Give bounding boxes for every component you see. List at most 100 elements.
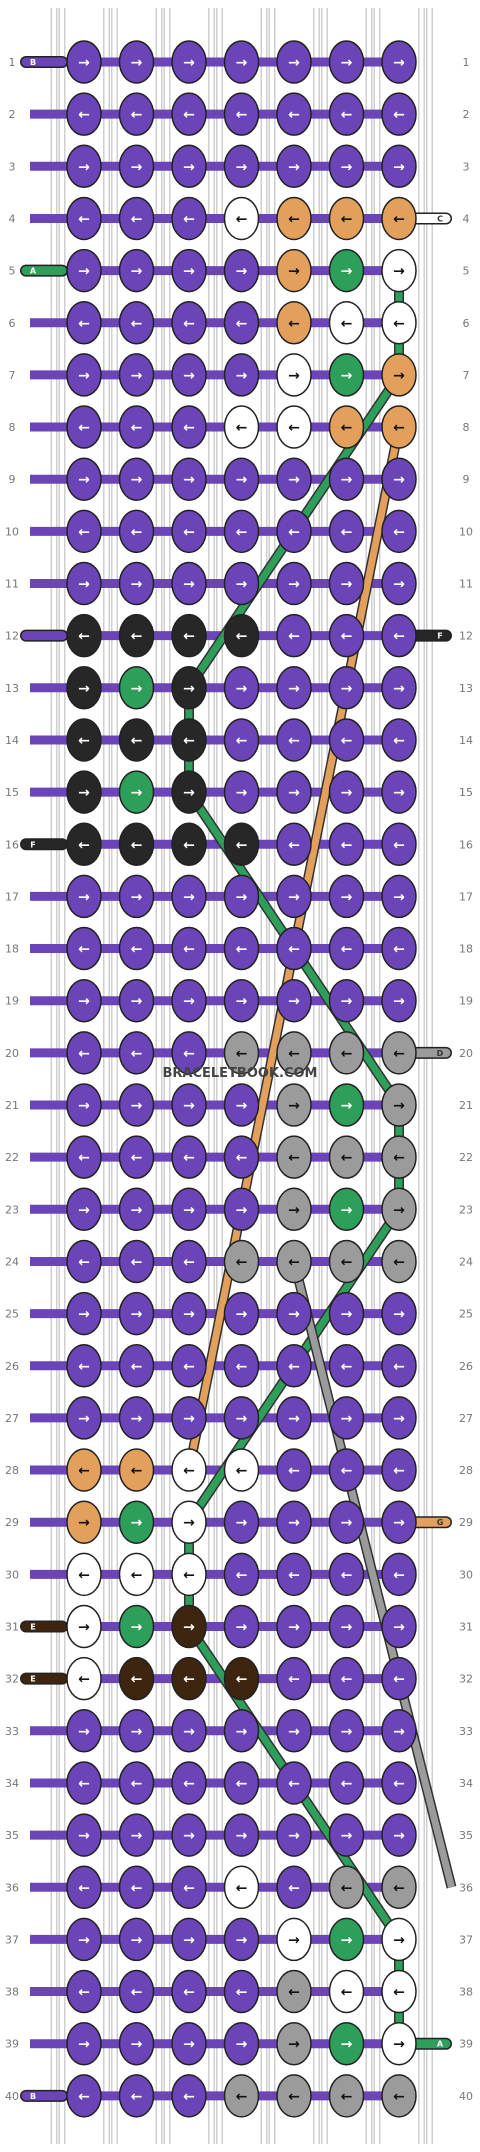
knot-shape [381,1917,417,1962]
knot-shape [381,1500,417,1544]
knot-shape [66,1813,102,1857]
arrow-left-icon: ← [183,420,195,436]
row-label-right: 9 [463,473,470,486]
knot: → [276,1187,312,1232]
knot-shape [66,405,102,449]
knot-shape [276,1969,312,2014]
arrow-right-icon: → [288,55,300,71]
row-label-left: 14 [5,734,19,747]
knot-shape [118,1813,155,1857]
row-label-left: 38 [5,1986,19,1999]
arrow-left-icon: ← [131,107,143,123]
arrow-left-icon: ← [288,2089,300,2105]
knot-shape [223,405,260,449]
arrow-left-icon: ← [236,211,248,227]
knot: ← [118,2074,155,2118]
arrow-left-icon: ← [183,1672,195,1688]
knot: ← [328,718,365,762]
arrow-right-icon: → [131,159,143,175]
arrow-right-icon: → [131,1932,143,1948]
tag-letter: C [437,214,443,223]
knot: → [328,1396,365,1440]
arrow-left-icon: ← [131,1150,143,1166]
arrow-left-icon: ← [236,1672,248,1688]
arrow-right-icon: → [288,1932,300,1948]
knot-shape [118,1761,155,1805]
arrow-right-icon: → [131,368,143,384]
arrow-right-icon: → [393,1724,405,1740]
knot: → [276,978,312,1023]
knot: ← [276,926,312,971]
arrow-right-icon: → [183,264,195,280]
arrow-right-icon: → [341,472,353,488]
knot: → [118,770,155,814]
arrow-right-icon: → [236,994,248,1010]
knot-shape [276,1917,312,1962]
knot-shape [276,822,312,866]
arrow-right-icon: → [288,368,300,384]
arrow-right-icon: → [393,1202,405,1218]
knot-shape [223,457,260,501]
arrow-left-icon: ← [183,629,195,645]
arrow-right-icon: → [393,994,405,1010]
arrow-left-icon: ← [183,1359,195,1375]
knot: ← [328,1239,365,1284]
knot-shape [118,1031,155,1075]
arrow-right-icon: → [236,1724,248,1740]
knot: → [276,1813,312,1857]
knot-shape [381,1604,417,1649]
arrow-right-icon: → [78,1411,90,1427]
arrow-left-icon: ← [78,942,90,958]
knot-shape [276,248,312,293]
row-label-right: 22 [459,1151,473,1164]
knot: → [381,1187,417,1232]
knot-shape [171,1604,207,1649]
knot-shape [118,1604,155,1649]
arrow-right-icon: → [78,994,90,1010]
knot: ← [276,1969,312,2014]
arrow-right-icon: → [131,785,143,801]
arrow-right-icon: → [341,577,353,593]
knot: → [118,1291,155,1336]
knot-shape [328,353,365,397]
knot-shape [328,1344,365,1388]
knot-shape [276,1344,312,1388]
knot-shape [66,1083,102,1127]
arrow-right-icon: → [341,785,353,801]
arrow-left-icon: ← [288,1254,300,1270]
knot: → [328,978,365,1023]
knot: → [381,1396,417,1440]
knot: → [171,1604,207,1649]
knot-shape [66,666,102,710]
color-run [290,1260,455,1889]
knot-shape [328,978,365,1023]
knot-shape [66,1448,102,1492]
knot: → [381,1709,417,1753]
knot-shape [171,561,207,606]
knot: → [66,248,102,293]
knot-shape [171,248,207,293]
row-label-left: 18 [5,943,19,956]
knot-shape [328,457,365,501]
knot-shape [118,1239,155,1284]
arrow-left-icon: ← [341,1672,353,1688]
knot: ← [66,1135,102,1179]
arrow-left-icon: ← [183,1150,195,1166]
knot: ← [66,1969,102,2014]
row-label-right: 14 [459,734,473,747]
knot: ← [66,613,102,658]
arrow-left-icon: ← [341,1046,353,1062]
knot: → [118,1604,155,1649]
knot-shape [118,40,155,84]
knot: → [118,353,155,397]
knot: → [171,1709,207,1753]
arrow-left-icon: ← [183,1776,195,1792]
knot: ← [66,926,102,971]
knot: ← [118,1969,155,2014]
arrow-left-icon: ← [341,1985,353,2001]
knot-shape [381,40,417,84]
arrow-right-icon: → [131,2037,143,2053]
knot-shape [66,926,102,971]
arrow-left-icon: ← [183,733,195,749]
arrow-left-icon: ← [341,942,353,958]
